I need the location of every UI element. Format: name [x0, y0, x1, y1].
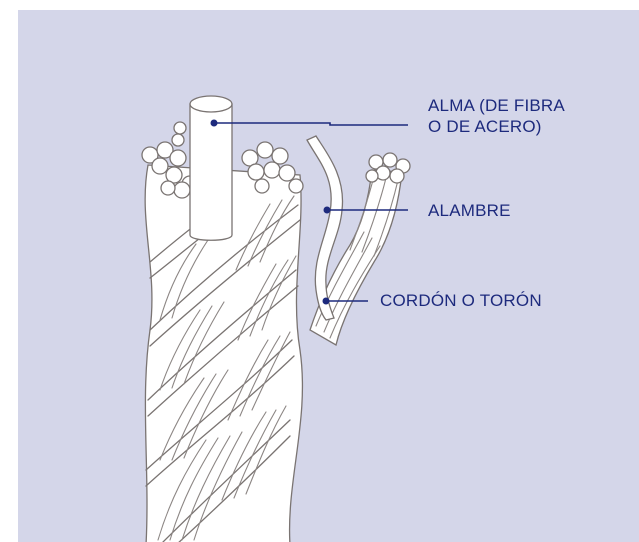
strand-end-right — [365, 152, 411, 184]
core-leader — [210, 119, 408, 127]
rope-illustration — [141, 95, 411, 542]
wire-leader — [323, 206, 408, 214]
rope-body — [144, 164, 304, 542]
label-strand: CORDÓN O TORÓN — [380, 291, 542, 310]
core-cylinder — [189, 95, 233, 241]
label-wire: ALAMBRE — [428, 201, 511, 220]
label-core-line1: ALMA (DE FIBRA — [428, 96, 565, 115]
leader-lines — [210, 119, 408, 305]
strand-leader — [322, 297, 368, 305]
loose-wire — [306, 135, 344, 321]
background-panel — [18, 10, 639, 542]
strand-end-center — [241, 141, 304, 194]
label-core: ALMA (DE FIBRA O DE ACERO) — [428, 95, 565, 137]
label-core-line2: O DE ACERO) — [428, 117, 542, 136]
